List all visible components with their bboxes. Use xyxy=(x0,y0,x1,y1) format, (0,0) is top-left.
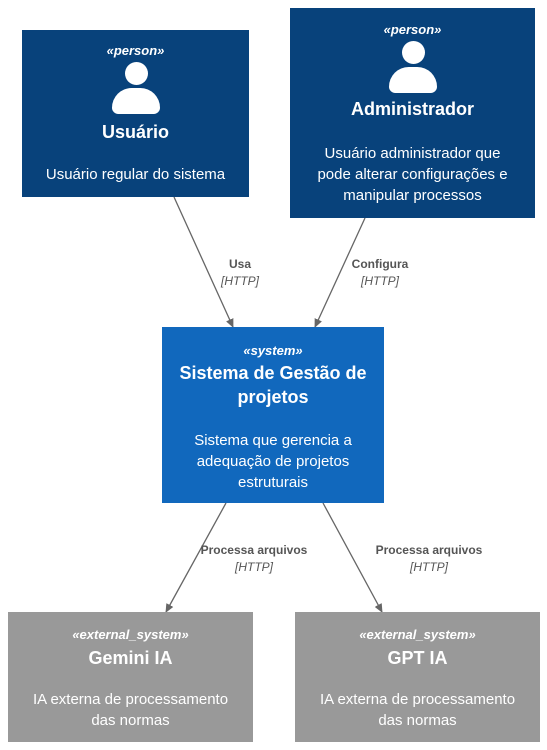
edge-tech: [HTTP] xyxy=(235,560,273,574)
stereotype-label: «person» xyxy=(383,22,442,37)
edge-name: Processa arquivos xyxy=(375,543,483,557)
node-title: Gemini IA xyxy=(88,648,173,668)
edge-tech: [HTTP] xyxy=(361,274,399,288)
node-title: Usuário xyxy=(101,122,170,142)
description-line: manipular processos xyxy=(343,187,482,204)
node-description: IA externa de processamento das normas xyxy=(295,689,540,731)
edge-processa-gemini xyxy=(165,502,227,613)
description-line: pode alterar configurações e xyxy=(317,166,508,183)
stereotype-label: «external_system» xyxy=(359,627,476,642)
node-title: GPT IA xyxy=(387,648,448,668)
description-line: das normas xyxy=(91,712,170,729)
edge-label-processa-gpt: Processa arquivos [HTTP] xyxy=(359,542,499,576)
edge-name: Processa arquivos xyxy=(200,543,308,557)
stereotype-label: «external_system» xyxy=(72,627,189,642)
node-sistema[interactable]: «system» Sistema de Gestão de projetos S… xyxy=(162,327,384,503)
node-usuario[interactable]: «person» Usuário Usuário regular do sist… xyxy=(22,30,249,197)
edge-processa-gpt xyxy=(322,502,383,613)
stereotype-label: «system» xyxy=(243,343,303,358)
description-line: Usuário administrador que xyxy=(324,145,501,162)
edge-configura xyxy=(314,217,366,328)
person-icon xyxy=(388,41,437,93)
person-icon xyxy=(111,62,160,114)
edge-name: Configura xyxy=(351,257,409,271)
edge-label-usa: Usa [HTTP] xyxy=(200,256,280,290)
title-line: Sistema de Gestão de xyxy=(179,363,367,383)
node-title: Sistema de Gestão de projetos xyxy=(162,361,384,409)
description-line: Sistema que gerencia a xyxy=(194,432,352,449)
node-description: IA externa de processamento das normas xyxy=(8,689,253,731)
description-line: adequação de projetos xyxy=(196,453,350,470)
description-line: IA externa de processamento xyxy=(32,691,229,708)
edge-tech: [HTTP] xyxy=(410,560,448,574)
description-line: IA externa de processamento xyxy=(319,691,516,708)
edge-usa xyxy=(173,196,234,328)
edge-label-processa-gemini: Processa arquivos [HTTP] xyxy=(198,542,310,576)
node-description: Usuário regular do sistema xyxy=(45,166,226,183)
node-description: Sistema que gerencia a adequação de proj… xyxy=(162,430,384,493)
node-title: Administrador xyxy=(350,99,474,119)
description-line: estruturais xyxy=(237,474,309,491)
node-description: Usuário administrador que pode alterar c… xyxy=(290,143,535,206)
edge-name: Usa xyxy=(228,257,251,271)
node-administrador[interactable]: «person» Administrador Usuário administr… xyxy=(290,8,535,218)
title-line: projetos xyxy=(237,387,309,407)
node-gpt[interactable]: «external_system» GPT IA IA externa de p… xyxy=(295,612,540,742)
edge-label-configura: Configura [HTTP] xyxy=(340,256,420,290)
stereotype-label: «person» xyxy=(106,43,165,58)
node-gemini[interactable]: «external_system» Gemini IA IA externa d… xyxy=(8,612,253,742)
edge-tech: [HTTP] xyxy=(221,274,259,288)
description-line: das normas xyxy=(378,712,457,729)
